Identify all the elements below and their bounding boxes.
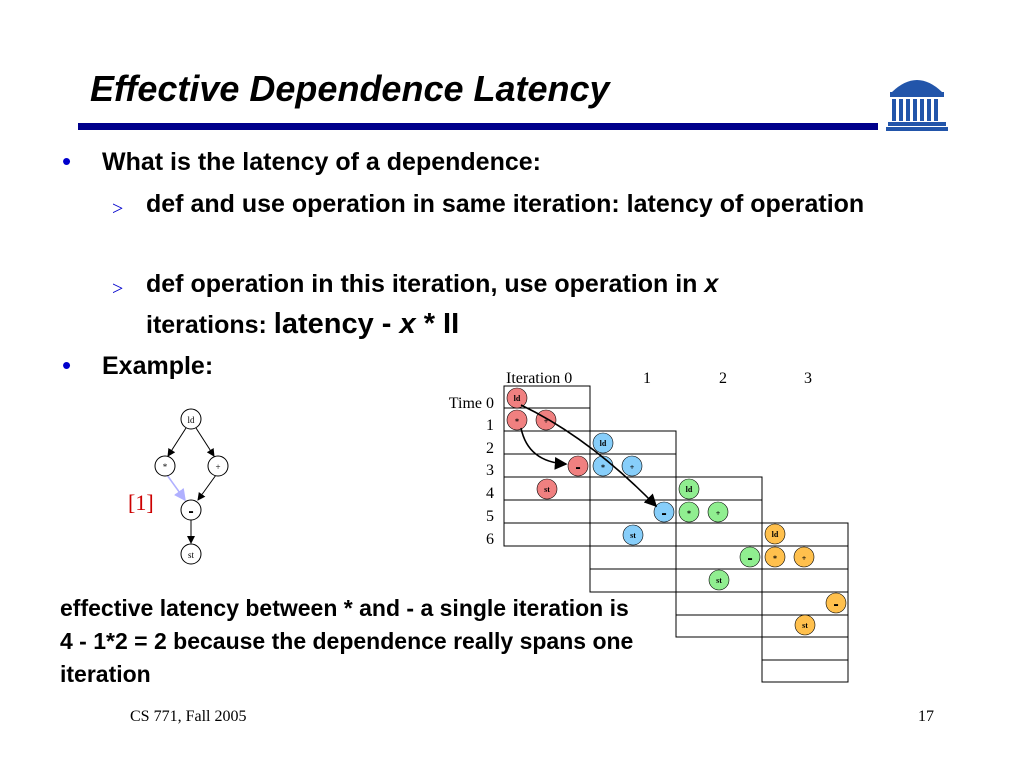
svg-text:*: * <box>773 554 777 563</box>
svg-text:-: - <box>575 459 580 476</box>
iteration-header-2: 2 <box>719 370 727 387</box>
op-iter0-sub: - <box>567 455 589 477</box>
svg-text:*: * <box>515 417 519 426</box>
op-iter3-mul: * <box>764 546 786 568</box>
svg-text:-: - <box>833 596 838 613</box>
graph-node-add: + <box>207 455 229 477</box>
slide-title: Effective Dependence Latency <box>90 68 610 109</box>
iteration-header-0: Iteration 0 <box>506 370 572 387</box>
variable-x: x <box>704 270 719 298</box>
op-iter1-mul: * <box>592 455 614 477</box>
sub-bullet-text-line2: iterations: <box>146 311 274 339</box>
svg-text:st: st <box>544 485 550 494</box>
svg-text:ld: ld <box>514 394 521 403</box>
op-iter3-ld: ld <box>764 523 786 545</box>
svg-text:st: st <box>802 621 808 630</box>
dependence-arrow-mul-to-sub <box>520 427 568 470</box>
op-iter2-ld: ld <box>678 478 700 500</box>
sub-bullet-marker: > <box>112 278 124 300</box>
svg-text:*: * <box>687 509 691 518</box>
op-iter1-sub: - <box>653 501 675 523</box>
op-iter2-sub: - <box>739 546 761 568</box>
iteration-header-1: 1 <box>643 370 651 387</box>
time-label-0: Time 0 <box>449 395 494 412</box>
svg-text:-: - <box>661 505 666 522</box>
svg-text:st: st <box>716 576 722 585</box>
svg-text:+: + <box>215 462 220 472</box>
svg-text:ld: ld <box>772 530 779 539</box>
svg-text:ld: ld <box>187 415 195 425</box>
explanation-paragraph: effective latency between * and - a sing… <box>60 595 634 687</box>
time-label-6: 6 <box>486 531 494 548</box>
bullet-dot: • <box>62 350 72 380</box>
time-label-1: 1 <box>486 417 494 434</box>
schedule-table: Iteration 0 1 2 3 Time 0 1 2 3 4 5 6 <box>449 370 849 683</box>
svg-text:st: st <box>188 550 195 560</box>
svg-text:+: + <box>802 554 807 563</box>
op-iter2-st: st <box>708 569 730 591</box>
sub-bullet-cross-iteration: def operation in this iteration, use ope… <box>146 264 926 345</box>
svg-text:*: * <box>163 462 168 472</box>
op-iter2-mul: * <box>678 501 700 523</box>
op-iter2-add: + <box>707 501 729 523</box>
dependence-graph: ld * + - st [1] <box>128 408 229 565</box>
bullet-dot: • <box>62 146 72 176</box>
sub-bullet-text: def operation in this iteration, use ope… <box>146 270 705 298</box>
op-iter3-add: + <box>793 546 815 568</box>
graph-node-st: st <box>180 543 202 565</box>
university-rotunda-logo <box>886 80 948 131</box>
time-label-3: 3 <box>486 462 494 479</box>
svg-text:ld: ld <box>600 439 607 448</box>
op-iter0-st: st <box>536 478 558 500</box>
edge-distance-label: [1] <box>128 490 154 515</box>
bullet-example: Example: <box>102 352 214 380</box>
op-iter3-st: st <box>794 614 816 636</box>
op-iter1-ld: ld <box>592 432 614 454</box>
time-label-5: 5 <box>486 508 494 525</box>
footer-page-number: 17 <box>918 708 934 725</box>
svg-text:st: st <box>630 531 636 540</box>
bullet-latency-question: What is the latency of a dependence: <box>102 148 541 176</box>
time-label-2: 2 <box>486 440 494 457</box>
sub-bullet-marker: > <box>112 198 124 220</box>
graph-node-ld: ld <box>180 408 202 430</box>
dependence-arrow-ld-to-sub <box>520 404 658 508</box>
op-iter1-add: + <box>621 455 643 477</box>
svg-text:*: * <box>601 463 605 472</box>
graph-node-sub: - <box>180 499 202 521</box>
footer-course: CS 771, Fall 2005 <box>130 708 247 725</box>
op-iter1-st: st <box>622 524 644 546</box>
svg-text:+: + <box>544 417 549 426</box>
iteration-header-3: 3 <box>804 370 812 387</box>
svg-text:ld: ld <box>686 485 693 494</box>
time-label-4: 4 <box>486 485 494 502</box>
sub-bullet-same-iteration: def and use operation in same iteration:… <box>146 190 865 218</box>
op-iter3-sub: - <box>825 592 847 614</box>
svg-text:-: - <box>188 503 193 520</box>
graph-node-mul: * <box>154 455 176 477</box>
op-iter0-add: + <box>535 409 557 431</box>
svg-text:+: + <box>716 509 721 518</box>
latency-formula: latency - x * II <box>273 308 460 340</box>
op-iter0-mul: * <box>506 409 528 431</box>
svg-text:-: - <box>747 550 752 567</box>
svg-text:+: + <box>630 463 635 472</box>
op-iter0-ld: ld <box>506 387 528 409</box>
title-underline <box>78 123 878 130</box>
